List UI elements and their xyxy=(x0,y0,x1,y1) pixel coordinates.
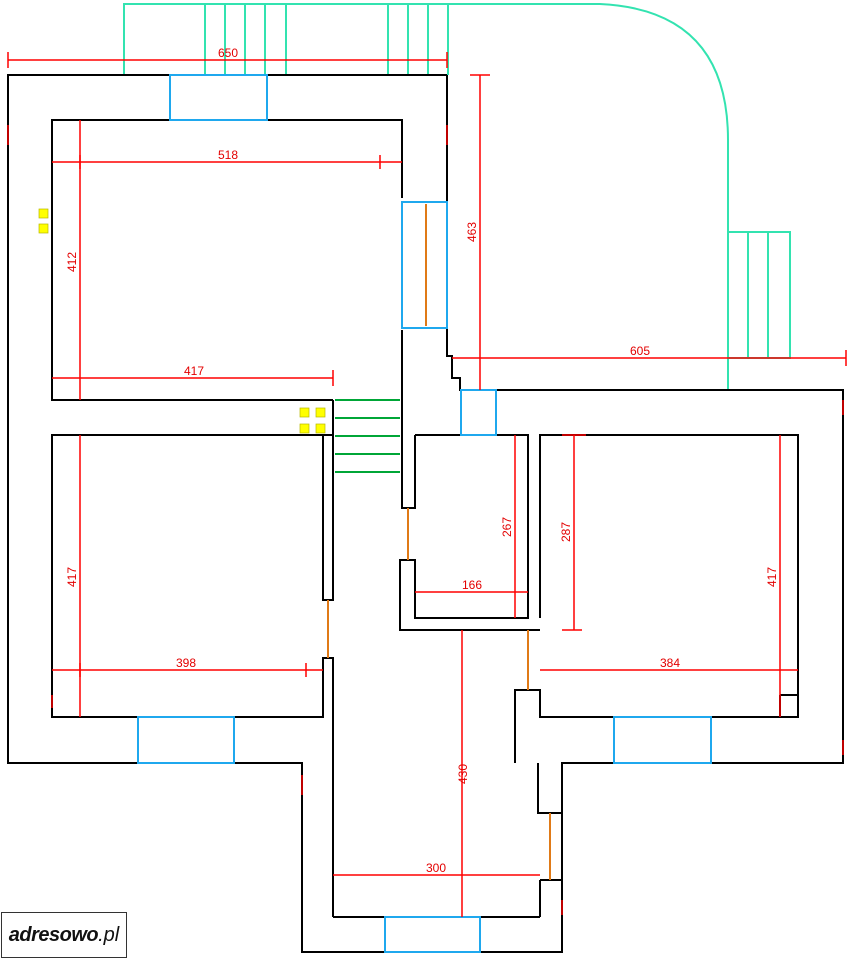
dim-label-605: 605 xyxy=(630,344,650,358)
dim-label-166: 166 xyxy=(462,578,482,592)
dim-label-300: 300 xyxy=(426,861,446,875)
window-east-nw xyxy=(401,201,448,329)
terrace xyxy=(123,3,791,390)
logo-brand: adresowo xyxy=(8,923,99,946)
dim-label-417-se: 417 xyxy=(765,567,779,587)
window-south-hall xyxy=(384,916,481,953)
sockets xyxy=(38,208,326,434)
doors xyxy=(327,204,551,880)
dimension-labels: 650 518 412 417 463 605 417 398 267 166 … xyxy=(65,46,779,875)
dim-label-412: 412 xyxy=(65,252,79,272)
stairs xyxy=(335,399,400,473)
dim-label-287: 287 xyxy=(559,522,573,542)
dim-label-267: 267 xyxy=(500,517,514,537)
windows xyxy=(137,74,712,953)
logo-suffix: .pl xyxy=(98,923,120,946)
dimension-lines xyxy=(7,52,847,917)
window-entry xyxy=(460,389,497,436)
dim-label-650: 650 xyxy=(218,46,238,60)
window-south-sw xyxy=(137,716,235,764)
window-north xyxy=(169,74,268,121)
dim-label-417-nw: 417 xyxy=(184,364,204,378)
dim-label-417-sw: 417 xyxy=(65,567,79,587)
dim-label-384: 384 xyxy=(660,656,680,670)
dim-label-430: 430 xyxy=(456,764,470,784)
dim-label-463: 463 xyxy=(465,222,479,242)
window-south-se xyxy=(613,716,712,764)
dim-label-518: 518 xyxy=(218,148,238,162)
dim-label-398: 398 xyxy=(176,656,196,670)
logo: adresowo.pl xyxy=(1,912,127,958)
